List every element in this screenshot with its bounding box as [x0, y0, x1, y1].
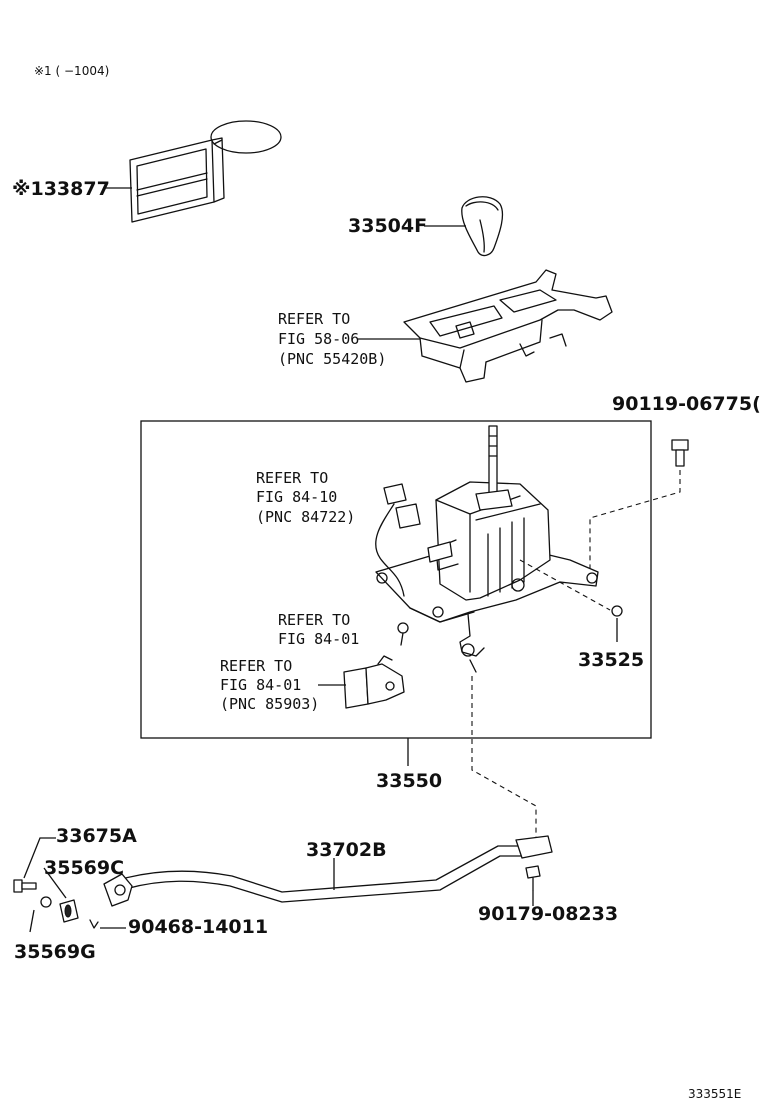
- ref-58-06-line1: REFER TO: [278, 310, 350, 328]
- screw-ref-84-01[interactable]: [397, 622, 409, 646]
- part-33504F-shift-knob[interactable]: [461, 196, 504, 257]
- label-33504F: 33504F: [348, 215, 427, 237]
- part-33550-shift-lever-assembly[interactable]: [375, 425, 599, 673]
- part-33702B-shift-cable[interactable]: [103, 835, 553, 907]
- switch-ref-84-01[interactable]: [343, 655, 405, 709]
- figure-id: 333551E: [688, 1087, 741, 1101]
- console-panel-ref-58-06[interactable]: [403, 269, 613, 383]
- label-33550: 33550: [376, 770, 442, 792]
- part-90468-clip[interactable]: [89, 919, 99, 929]
- ref-58-06-line3: (PNC 55420B): [278, 350, 386, 368]
- label-90179-08233: 90179-08233: [478, 903, 618, 925]
- ref-84-01b-line3: (PNC 85903): [220, 695, 319, 713]
- assembly-box-33550: [140, 420, 652, 739]
- label-33525: 33525: [578, 649, 644, 671]
- label-33675A: 33675A: [56, 825, 137, 847]
- ref-84-01a-line2: FIG 84-01: [278, 630, 359, 648]
- ref-84-10-line1: REFER TO: [256, 469, 328, 487]
- label-35569G: 35569G: [14, 941, 96, 963]
- label-33702B: 33702B: [306, 839, 387, 861]
- part-90179-nut[interactable]: [525, 865, 541, 891]
- label-90119-06775: 90119-06775(4): [612, 393, 760, 415]
- label-90468-14011: 90468-14011: [128, 916, 268, 938]
- ref-84-10-line3: (PNC 84722): [256, 508, 355, 526]
- ref-84-01b-line1: REFER TO: [220, 657, 292, 675]
- part-35569C-bushing[interactable]: [59, 899, 79, 923]
- ref-84-01b-line2: FIG 84-01: [220, 676, 301, 694]
- part-33675A-bolt[interactable]: [13, 879, 37, 893]
- wire-harness-ref-84-10[interactable]: [375, 483, 421, 597]
- ref-84-01a-line1: REFER TO: [278, 611, 350, 629]
- label-35569C: 35569C: [44, 857, 124, 879]
- part-90119-bolt[interactable]: [671, 439, 689, 467]
- applicability-note: ※1 ( −1004): [34, 64, 109, 78]
- ref-58-06-line2: FIG 58-06: [278, 330, 359, 348]
- ref-84-10-line2: FIG 84-10: [256, 488, 337, 506]
- part-33525-nut[interactable]: [611, 605, 623, 617]
- label-33877: ※133877: [12, 178, 110, 200]
- part-35569G-washer[interactable]: [40, 896, 52, 908]
- part-33877-plate[interactable]: [129, 120, 282, 223]
